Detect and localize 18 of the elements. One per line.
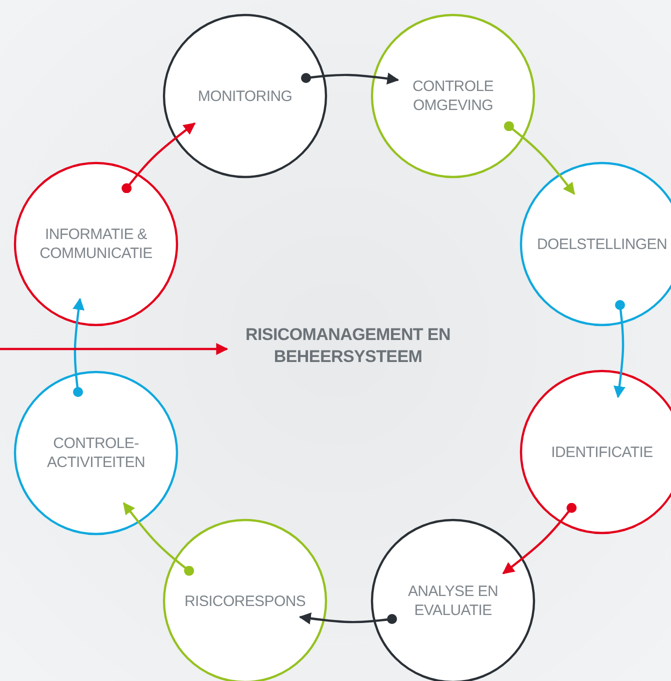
arrow bbox=[0, 343, 228, 355]
arrow bbox=[502, 502, 577, 574]
node-label: RISICORESPONS bbox=[183, 592, 307, 610]
arrow bbox=[122, 122, 196, 194]
node-label: INFORMATIE & COMMUNICATIE bbox=[38, 225, 154, 263]
node-label: CONTROLE OMGEVING bbox=[412, 77, 494, 115]
node-label: MONITORING bbox=[196, 86, 294, 106]
arrow bbox=[298, 612, 397, 624]
arrow bbox=[614, 300, 626, 398]
node-label: IDENTIFICATIE bbox=[550, 442, 654, 462]
arrow bbox=[301, 72, 400, 84]
arrow bbox=[504, 121, 576, 195]
arrow bbox=[122, 502, 194, 576]
center-title: RISICOMANAGEMENT EN BEHEERSYSTEEM bbox=[244, 324, 452, 368]
node-label: CONTROLE- ACTIVITEITEN bbox=[46, 434, 146, 472]
node-label: DOELSTELLINGEN bbox=[536, 234, 668, 254]
node-label: ANALYSE EN EVALUATIE bbox=[406, 582, 500, 620]
arrow bbox=[72, 298, 84, 397]
